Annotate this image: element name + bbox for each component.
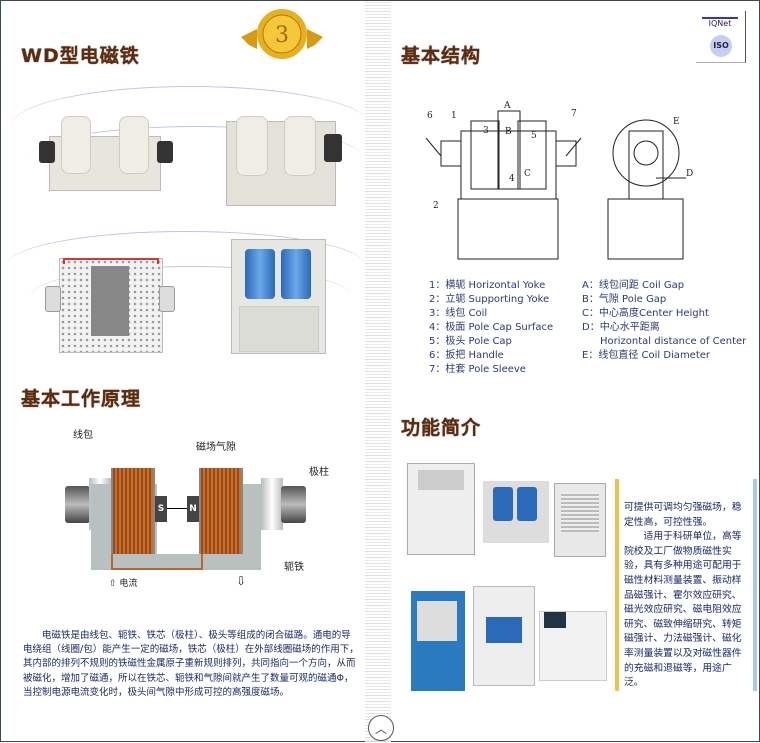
legend-item: 1：横轭 Horizontal Yoke xyxy=(429,280,546,291)
iso-logo: ISO xyxy=(710,35,732,57)
electromagnet-photo-2 xyxy=(216,96,351,211)
principle-title: 基本工作原理 xyxy=(21,388,142,410)
legend-item: A：线包间距 Coil Gap xyxy=(582,280,685,291)
label-gap: 磁场气隙 xyxy=(196,442,236,453)
legend-item: 5：极头 Pole Cap xyxy=(429,336,512,347)
working-principle-diagram: 线包 磁场气隙 极柱 轭铁 S N ⇧ 电流 ⇩ xyxy=(41,416,361,596)
legend-left: 1：横轭 Horizontal Yoke 2：立轭 Supporting Yok… xyxy=(429,279,553,377)
drawing-label: 3 xyxy=(483,126,489,136)
structure-drawing: 1 2 3 4 5 6 7 A B C D E xyxy=(425,101,693,260)
product-title: WD型电磁铁 xyxy=(21,45,140,67)
drawing-label: C xyxy=(524,169,531,179)
medal-number: 3 xyxy=(275,23,289,48)
function-description-box: 可提供可调均匀强磁场，稳定性高，可控性强。 适用于科研单位，高等院校及工厂做物质… xyxy=(615,479,757,691)
drawing-label: 5 xyxy=(531,131,537,141)
legend-item: C：中心高度Center Height xyxy=(582,308,709,319)
drawing-label: E xyxy=(673,117,680,127)
label-current: ⇧ 电流 xyxy=(109,579,138,589)
pole-n: N xyxy=(187,496,199,522)
legend-item: 3：线包 Coil xyxy=(429,308,488,319)
chiller-photo xyxy=(554,483,606,557)
function-title: 功能简介 xyxy=(401,417,482,439)
flow-line xyxy=(31,126,361,186)
drawing-label: A xyxy=(503,101,511,111)
function-text-2: 适用于科研单位，高等院校及工厂做物质磁性实验，具有多种用途可配用于磁性材料测量装… xyxy=(624,531,742,689)
magnet-photo xyxy=(483,481,549,543)
drawing-label: 2 xyxy=(433,201,439,211)
function-text-1: 可提供可调均匀强磁场，稳定性高，可控性强。 xyxy=(624,502,742,528)
current-text: 电流 xyxy=(119,579,138,589)
computer-photo xyxy=(539,611,607,681)
drawing-label: 6 xyxy=(427,111,433,121)
legend-item: 4：极面 Pole Cap Surface xyxy=(429,322,554,333)
page-nav-up-button[interactable]: ︿ xyxy=(368,715,394,741)
flow-line xyxy=(6,231,366,301)
coil-left xyxy=(111,468,155,554)
pole-s: S xyxy=(155,496,167,522)
drawing-label: B xyxy=(505,127,512,137)
legend-item: Horizontal distance of Center xyxy=(600,336,747,347)
legend-item: B：气隙 Pole Gap xyxy=(582,294,667,305)
medal-badge-icon: 3 xyxy=(241,9,323,59)
legend-item: 6：扳把 Handle xyxy=(429,350,504,361)
flow-line xyxy=(11,86,371,166)
legend-item: 2：立轭 Supporting Yoke xyxy=(429,294,550,305)
test-system-photo xyxy=(473,586,535,686)
center-divider xyxy=(365,1,391,743)
label-yoke: 轭铁 xyxy=(284,562,304,573)
principle-paragraph: 电磁铁是由线包、轭铁、铁芯（极柱）、极头等组成的闭合磁路。通电的导电绕组（线圈/… xyxy=(23,630,359,698)
label-pole: 极柱 xyxy=(309,467,329,478)
drawing-label: 7 xyxy=(571,109,577,119)
structure-title: 基本结构 xyxy=(401,45,482,67)
electromagnet-photo-4 xyxy=(221,234,336,357)
coil-right xyxy=(199,468,243,554)
flow-line xyxy=(31,266,351,326)
legend-item: E：线包直径 Coil Diameter xyxy=(582,350,711,361)
power-supply-photo xyxy=(407,463,475,555)
current-out-arrow-icon: ⇩ xyxy=(236,574,247,588)
legend-right: A：线包间距 Coil Gap B：气隙 Pole Gap C：中心高度Cent… xyxy=(582,279,746,363)
iqnet-logo: IQNet xyxy=(702,17,738,28)
electromagnet-photo-1 xyxy=(31,96,181,201)
drawing-label: 4 xyxy=(509,174,515,184)
certification-logos: IQNet ISO xyxy=(696,11,746,63)
electromagnet-photo-3 xyxy=(41,246,179,356)
drawing-label: D xyxy=(686,169,693,179)
control-cabinet-photo xyxy=(411,591,465,691)
legend-item: D：中心水平距离 xyxy=(582,322,660,333)
drawing-label: 1 xyxy=(451,111,457,121)
legend-item: 7：柱套 Pole Sleeve xyxy=(429,364,526,375)
label-coil: 线包 xyxy=(73,430,93,441)
